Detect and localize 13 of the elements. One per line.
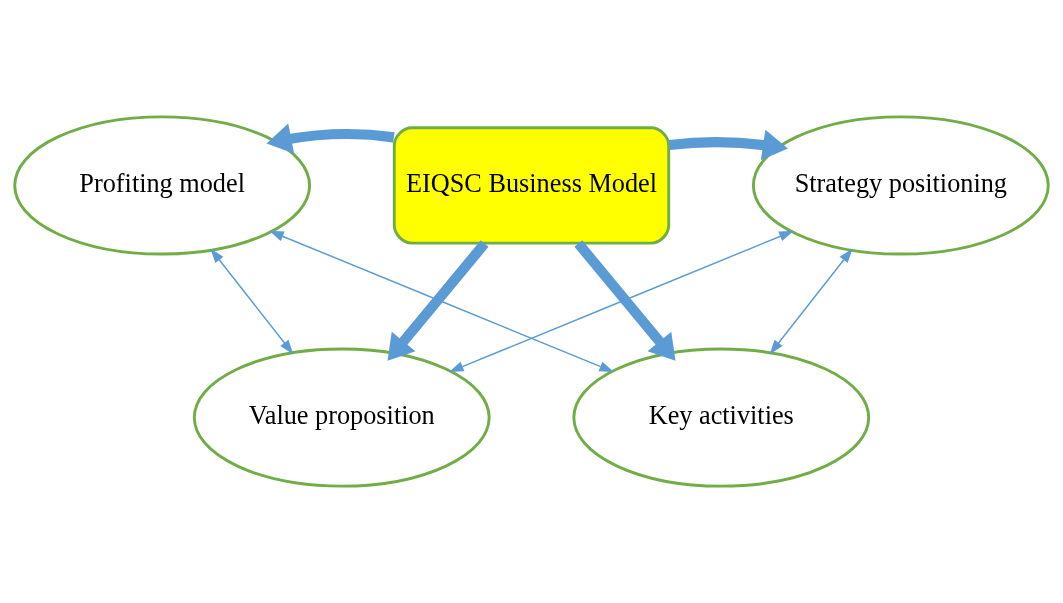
arrow [266,123,395,154]
arrow [210,248,294,355]
arrow [269,230,614,373]
arrow [387,240,489,361]
node-ellipse: Profiting model [13,115,312,256]
node-ellipse: Value proposition [192,347,491,488]
node-box: EIQSC Business Model [392,126,671,245]
node-ellipse: Strategy positioning [751,115,1050,256]
arrow [668,129,788,161]
node-ellipse: Key activities [572,347,871,488]
arrow [574,240,676,361]
arrow [449,230,794,373]
arrow [769,248,853,355]
